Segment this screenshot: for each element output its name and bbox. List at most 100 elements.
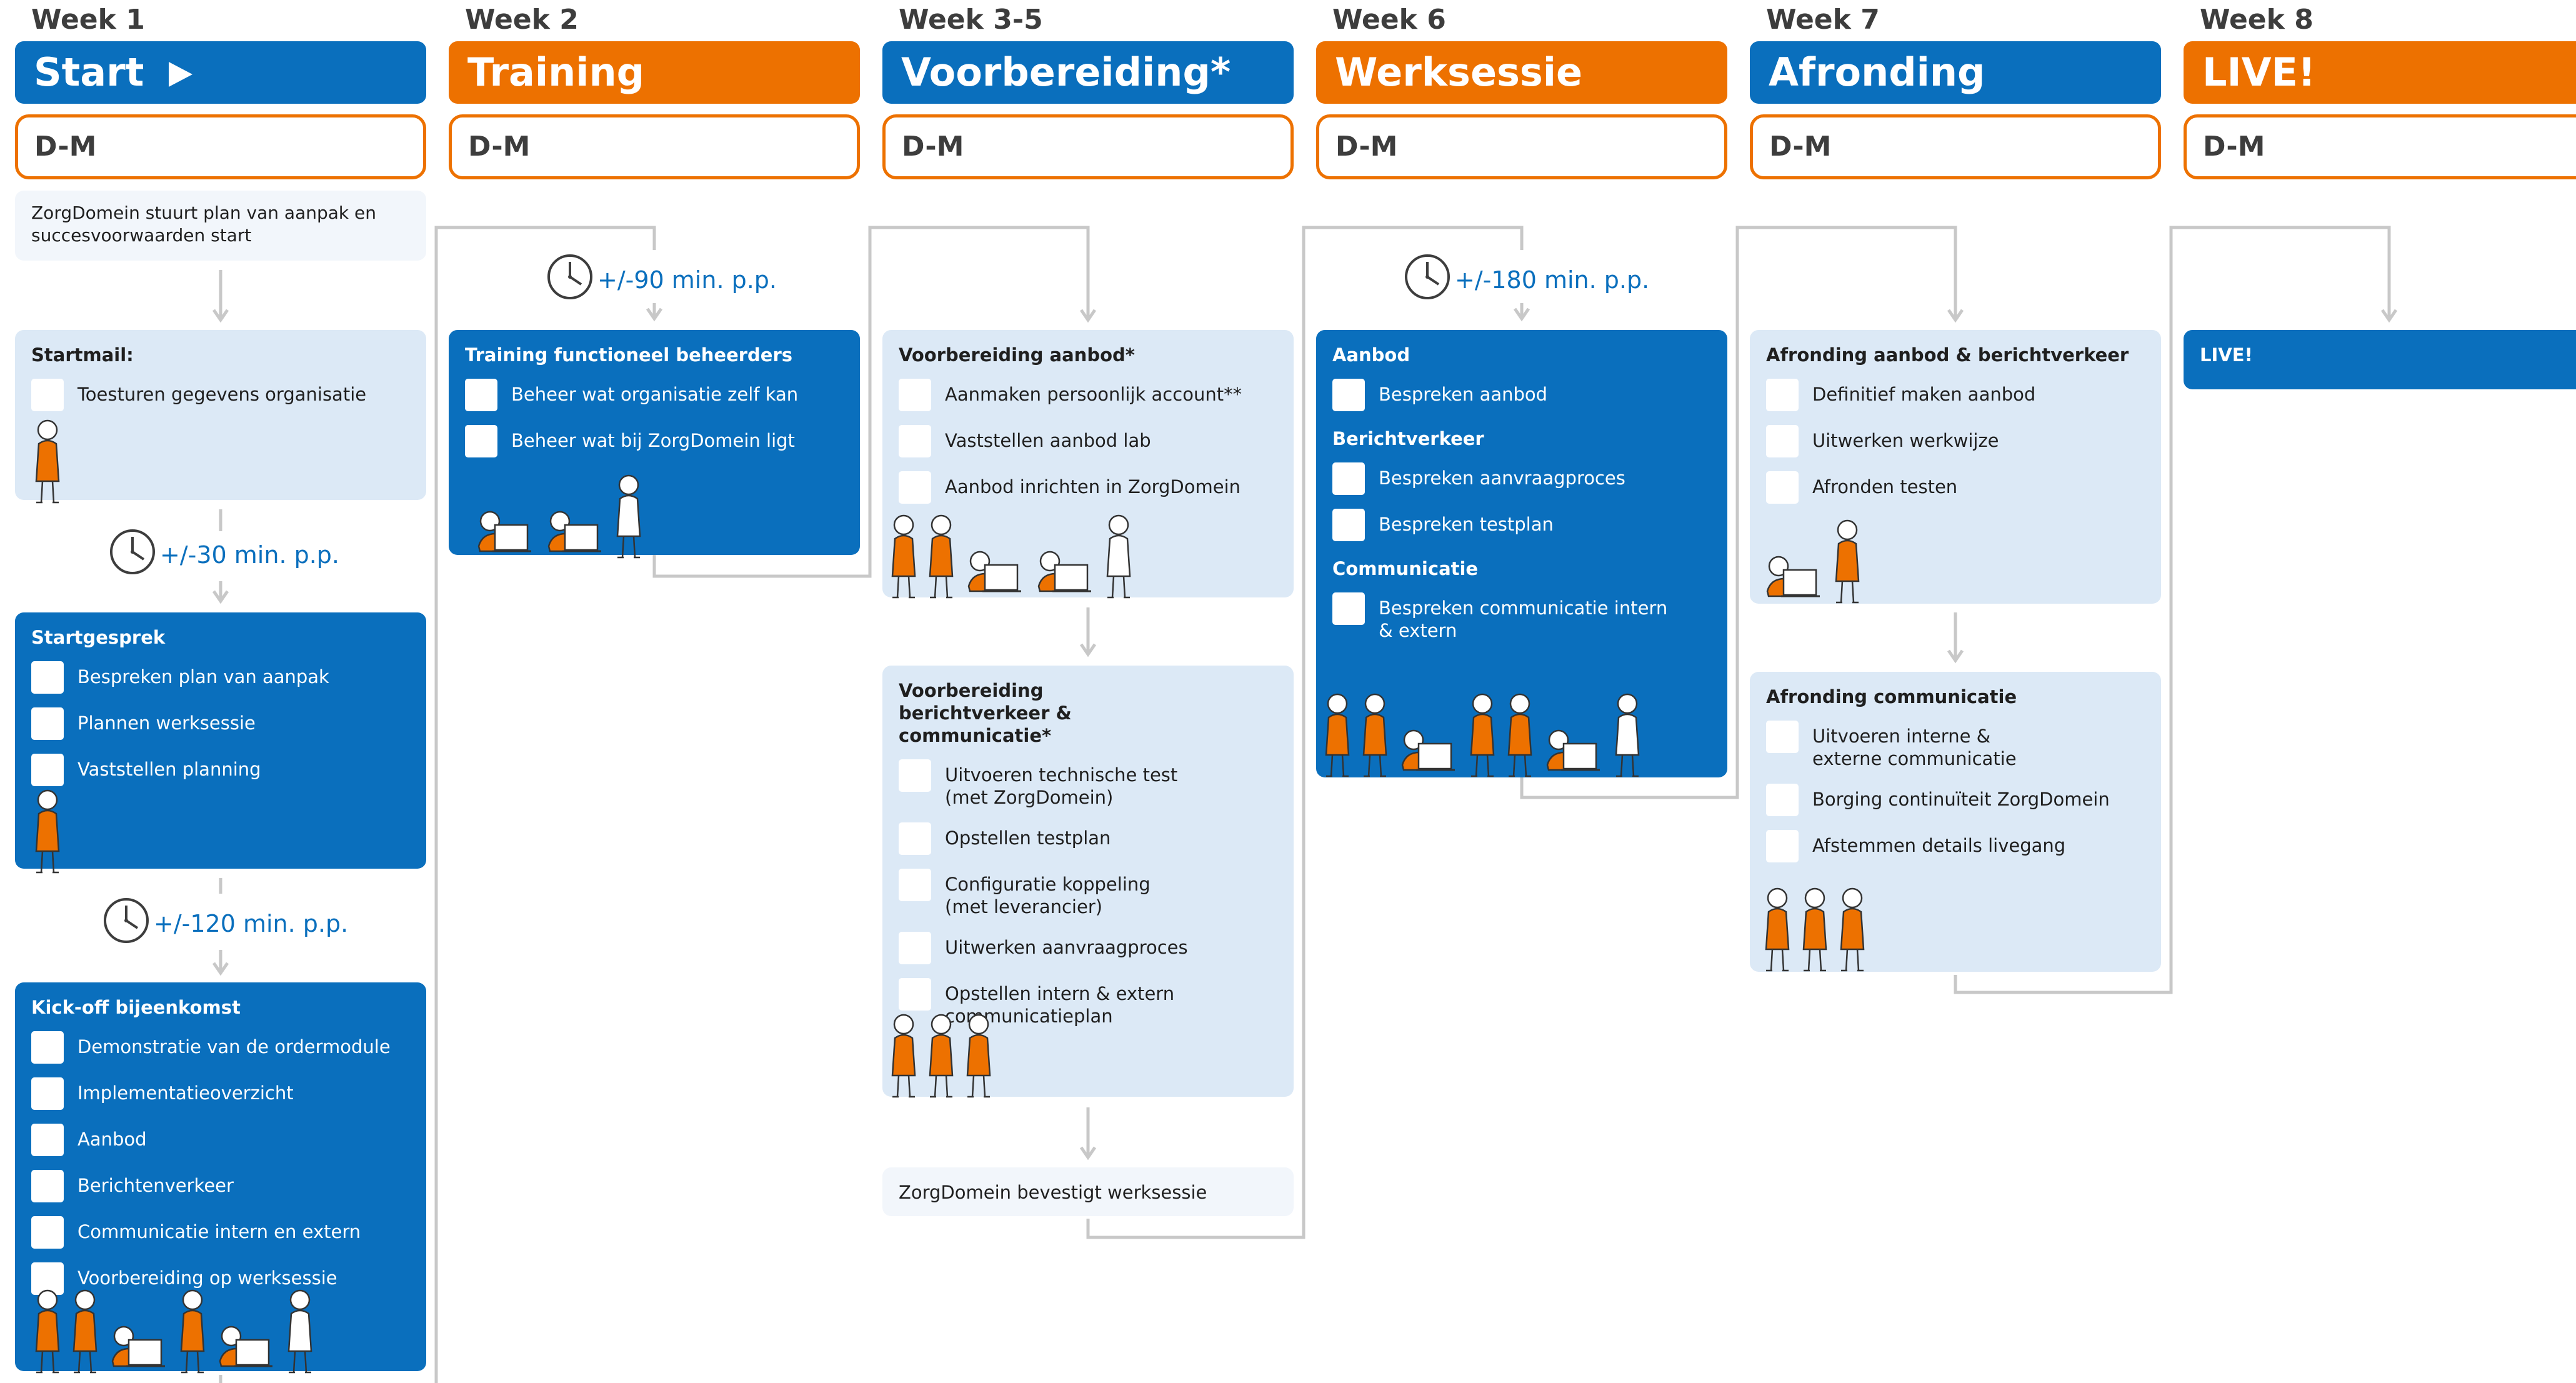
person-icon	[1762, 886, 1792, 978]
laptop-person-icon	[1397, 691, 1460, 784]
startgesprek-card: Startgesprek Bespreken plan van aanpak P…	[15, 612, 426, 874]
arrow-head	[2380, 309, 2398, 323]
checklist-item: Vaststellen aanbod lab	[899, 425, 1277, 457]
section-title: Berichtverkeer	[1332, 428, 1484, 449]
training-card: Training functioneel beheerders Beheer w…	[449, 330, 860, 559]
checkbox[interactable]	[31, 707, 64, 740]
voorbereiding-aanbod-card: Voorbereiding aanbod* Aanmaken persoonli…	[882, 330, 1294, 599]
werksessie-card: Aanbod Bespreken aanbod Berichtverkeer B…	[1316, 330, 1727, 777]
card-title: Afronding aanbod & berichtverkeer	[1766, 344, 2129, 366]
checkbox[interactable]	[899, 759, 931, 792]
live-card: LIVE!	[2184, 330, 2576, 389]
bevestigt-note: ZorgDomein bevestigt werksessie	[882, 1167, 1294, 1216]
checkbox[interactable]	[1766, 784, 1799, 816]
person-icon	[926, 512, 956, 605]
person-icon	[285, 1287, 315, 1380]
connector-line	[1520, 226, 1957, 799]
person-icon	[889, 1012, 919, 1104]
checklist-item: Definitief maken aanbod	[1766, 379, 2145, 411]
checkbox[interactable]	[1332, 379, 1365, 411]
checkbox[interactable]	[465, 425, 497, 457]
card-title: Kick-off bijeenkomst	[31, 997, 241, 1018]
phase-header-training: Training	[449, 41, 860, 104]
checkbox[interactable]	[1766, 721, 1799, 753]
person-group-icon	[889, 512, 1134, 605]
date-field: D-M	[1750, 114, 2161, 179]
checklist-item: Toesturen gegevens organisatie	[31, 379, 410, 411]
arrow-head	[1079, 643, 1097, 657]
afronding-communicatie-card: Afronding communicatie Uitvoeren interne…	[1750, 672, 2161, 972]
checklist-item: Aanmaken persoonlijk account**	[899, 379, 1277, 411]
person-icon	[1104, 512, 1134, 605]
person-icon	[32, 787, 62, 880]
connector-line	[1086, 226, 1524, 1239]
laptop-person-icon	[215, 1287, 277, 1380]
card-title: Voorbereiding aanbod*	[899, 344, 1135, 366]
arrow-head	[1079, 309, 1097, 323]
arrow-head	[1079, 1146, 1097, 1161]
week-label: Week 6	[1332, 4, 1446, 36]
person-icon	[1360, 691, 1390, 784]
phase-header-werksessie: Werksessie	[1316, 41, 1727, 104]
checkbox[interactable]	[31, 1262, 64, 1295]
checklist-item: Beheer wat organisatie zelf kan	[465, 379, 844, 411]
checkbox[interactable]	[899, 822, 931, 855]
clock-icon	[546, 253, 597, 306]
checkbox[interactable]	[899, 978, 931, 1011]
card-title: Startgesprek	[31, 627, 166, 648]
checkbox[interactable]	[1766, 830, 1799, 862]
person-group-icon	[32, 1287, 315, 1380]
week-label: Week 1	[31, 4, 145, 36]
laptop-person-icon	[107, 1287, 170, 1380]
checklist-item: Bespreken plan van aanpak	[31, 661, 410, 694]
checkbox[interactable]	[1332, 462, 1365, 495]
laptop-person-icon	[544, 472, 606, 565]
checkbox[interactable]	[899, 932, 931, 964]
checkbox[interactable]	[899, 471, 931, 504]
duration-werksessie-180: +/-180 min. p.p.	[1404, 253, 1649, 306]
checkbox[interactable]	[899, 379, 931, 411]
checklist-item: Afronden testen	[1766, 471, 2145, 504]
checkbox[interactable]	[31, 379, 64, 411]
checkbox[interactable]	[31, 1124, 64, 1156]
checkbox[interactable]	[899, 869, 931, 901]
card-title: Afronding communicatie	[1766, 686, 2017, 707]
person-icon	[1467, 691, 1497, 784]
checklist-item: Berichtenverkeer	[31, 1170, 410, 1202]
arrow-head	[1947, 649, 1964, 664]
checkbox[interactable]	[31, 1031, 64, 1064]
card-title: Training functioneel beheerders	[465, 344, 793, 366]
checkbox[interactable]	[31, 754, 64, 786]
person-icon	[1837, 886, 1867, 978]
phase-title: Voorbereiding*	[901, 49, 1231, 95]
voorbereiding-berichtverkeer-card: Voorbereiding berichtverkeer & communica…	[882, 666, 1294, 1098]
arrow-head	[212, 309, 229, 323]
phase-header-start: Start	[15, 41, 426, 104]
person-icon	[1505, 691, 1535, 784]
checkbox[interactable]	[1766, 379, 1799, 411]
person-icon	[70, 1287, 100, 1380]
date-field: D-M	[2184, 114, 2576, 179]
checklist-item: Opstellen testplan	[899, 822, 1277, 855]
checkbox[interactable]	[1332, 592, 1365, 625]
checkbox[interactable]	[1766, 471, 1799, 504]
checkbox[interactable]	[31, 1216, 64, 1249]
checklist-item: Implementatieoverzicht	[31, 1077, 410, 1110]
checkbox[interactable]	[31, 1077, 64, 1110]
clock-icon	[1404, 253, 1455, 306]
checkbox[interactable]	[899, 425, 931, 457]
checklist-item: Uitvoeren interne & externe communicatie	[1766, 721, 2145, 770]
card-title: Voorbereiding berichtverkeer & communica…	[899, 680, 1072, 746]
arrow-head	[646, 307, 663, 322]
duration-training-90: +/-90 min. p.p.	[546, 253, 777, 306]
checkbox[interactable]	[31, 1170, 64, 1202]
phase-header-voorbereiding: Voorbereiding*	[882, 41, 1294, 104]
checkbox[interactable]	[1766, 425, 1799, 457]
phase-header-live: LIVE!	[2184, 41, 2576, 104]
checkbox[interactable]	[465, 379, 497, 411]
checkbox[interactable]	[1332, 509, 1365, 541]
week-label: Week 2	[465, 4, 579, 36]
checkbox[interactable]	[31, 661, 64, 694]
intro-note: ZorgDomein stuurt plan van aanpak en suc…	[15, 191, 426, 261]
person-icon	[32, 417, 62, 510]
